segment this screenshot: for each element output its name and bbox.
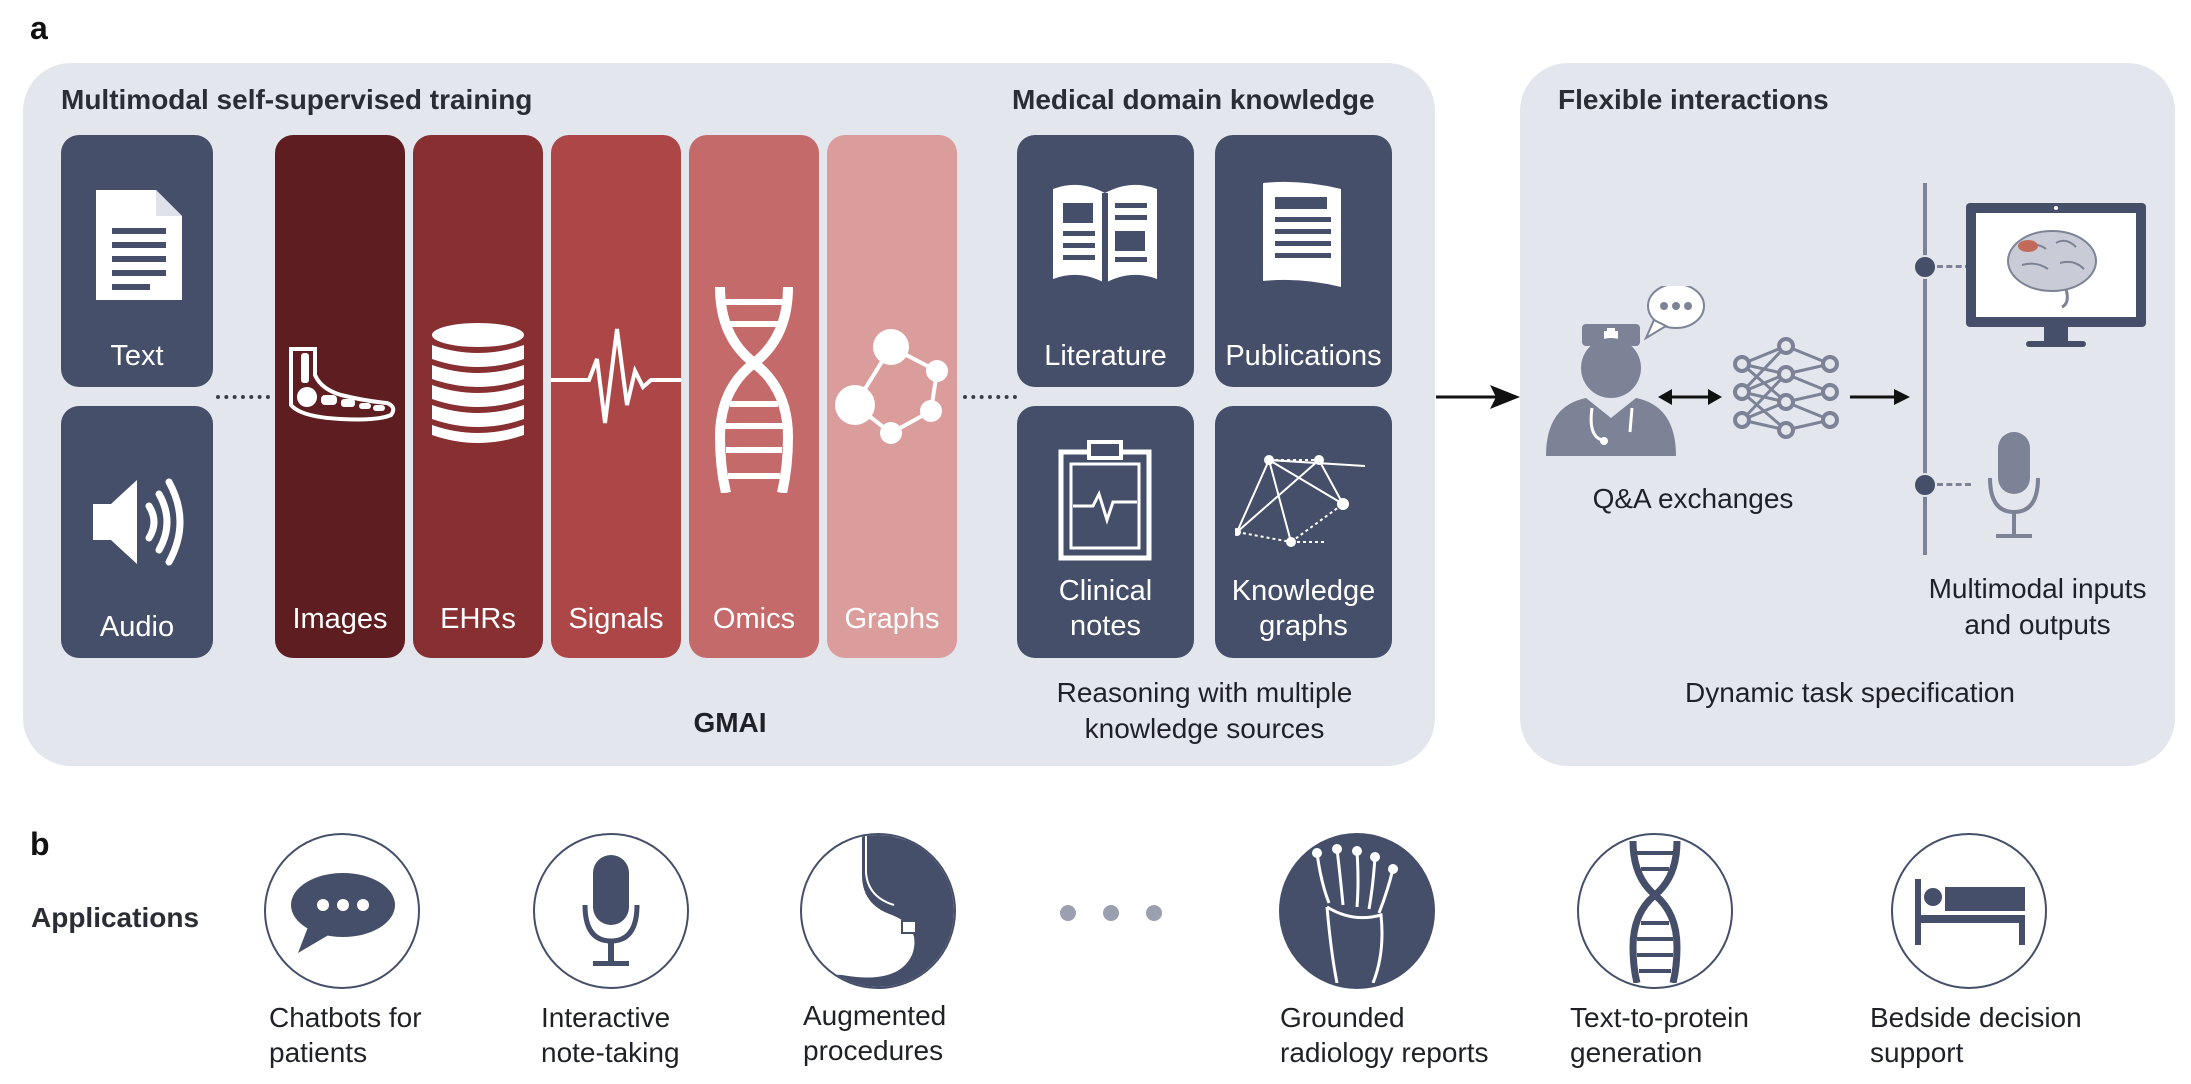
app-label-radiology-line-2: radiology reports: [1280, 1037, 1489, 1068]
omics-column: Omics: [689, 135, 819, 658]
app-label-note-taking-line-2: note-taking: [541, 1037, 680, 1068]
multimodal-caption: Multimodal inputs and outputs: [1900, 571, 2175, 643]
microphone-io-icon: [1988, 432, 2040, 538]
monitor-brain-icon: [1966, 203, 2146, 347]
clipboard-ecg-icon: [1058, 440, 1152, 561]
publications-label: Publications: [1225, 340, 1382, 372]
small-arrow-icon: [1850, 389, 1910, 405]
io-node-bottom: [1913, 473, 1937, 497]
multimodal-line-1: Multimodal inputs: [1928, 573, 2147, 604]
panel-a-letter: a: [30, 10, 48, 46]
knowledge-graphs-line-2: graphs: [1259, 610, 1348, 642]
app-label-bedside-line-1: Bedside decision: [1870, 1002, 2082, 1033]
publications-tile: Publications: [1215, 135, 1392, 387]
knowledge-graphs-label: Knowledge graphs: [1215, 574, 1392, 644]
audio-label: Audio: [99, 611, 175, 643]
reasoning-line-1: Reasoning with multiple: [1056, 677, 1353, 708]
clinical-notes-line-1: Clinical: [1058, 575, 1153, 607]
training-title: Multimodal self-supervised training: [61, 84, 533, 115]
app-label-protein-line-2: generation: [1570, 1037, 1703, 1068]
app-label-chatbots: Chatbots for patients: [269, 1000, 422, 1070]
app-label-note-taking-line-1: Interactive: [541, 1002, 671, 1033]
ellipsis-dot-2: [1103, 905, 1119, 921]
ellipsis-dot-3: [1146, 905, 1162, 921]
app-label-bedside-line-2: support: [1870, 1037, 1964, 1068]
open-book-icon: [1053, 184, 1157, 283]
neural-network-icon: [1733, 337, 1839, 439]
ecg-signal-icon: [551, 328, 681, 424]
ehrs-label: EHRs: [440, 603, 516, 635]
images-label: Images: [292, 603, 388, 635]
images-column: Images: [275, 135, 405, 658]
speaker-icon: [93, 478, 184, 566]
database-icon: [432, 323, 524, 443]
app-label-protein-line-1: Text-to-protein: [1570, 1002, 1749, 1033]
dna-icon: [714, 287, 794, 493]
gmai-label: GMAI: [693, 707, 767, 738]
audio-tile: Audio: [61, 406, 213, 658]
qa-label: Q&A exchanges: [1592, 483, 1794, 514]
app-label-chatbots-line-1: Chatbots for: [269, 1002, 422, 1033]
foot-xray-icon: [289, 347, 396, 422]
note-taking-circle: [533, 833, 689, 989]
graphs-label: Graphs: [844, 603, 940, 635]
dna-app-icon: [1629, 841, 1681, 983]
procedures-circle: [800, 833, 956, 989]
chatbot-circle: [264, 833, 420, 989]
dynamic-task-caption: Dynamic task specification: [1685, 677, 2015, 708]
app-label-protein: Text-to-protein generation: [1570, 1000, 1749, 1070]
signals-label: Signals: [568, 603, 664, 635]
arrow-right-icon: [1436, 385, 1520, 409]
reasoning-line-2: knowledge sources: [1084, 713, 1325, 744]
literature-tile: Literature: [1017, 135, 1194, 387]
ellipsis-dot-1: [1060, 905, 1076, 921]
bed-icon: [1915, 879, 2025, 945]
app-label-procedures-line-1: Augmented: [803, 1000, 947, 1031]
io-connector-top: [1937, 265, 1971, 268]
knowledge-graphs-tile: Knowledge graphs: [1215, 406, 1392, 658]
microphone-icon: [582, 855, 640, 966]
text-label: Text: [110, 340, 164, 372]
dotted-connector-left: [216, 395, 270, 399]
signals-column: Signals: [551, 135, 681, 658]
omics-label: Omics: [712, 603, 796, 635]
app-label-radiology-line-1: Grounded: [1280, 1002, 1405, 1033]
clinical-notes-line-2: notes: [1070, 610, 1141, 642]
reasoning-caption: Reasoning with multiple knowledge source…: [1017, 675, 1392, 747]
stomach-endoscope-icon: [812, 835, 954, 987]
document-icon: [96, 190, 182, 300]
graph-network-icon: [835, 329, 948, 444]
foot-xray-app-icon: [1312, 844, 1398, 983]
multimodal-line-2: and outputs: [1964, 609, 2111, 640]
doctor-icon: [1546, 286, 1705, 456]
ehrs-column: EHRs: [413, 135, 543, 658]
io-node-top: [1913, 255, 1937, 279]
radiology-circle: [1279, 833, 1435, 989]
knowledge-graph-icon: [1235, 455, 1366, 547]
app-label-note-taking: Interactive note-taking: [541, 1000, 680, 1070]
dotted-connector-right: [963, 395, 1017, 399]
clinical-notes-tile: Clinical notes: [1017, 406, 1194, 658]
protein-circle: [1577, 833, 1733, 989]
chat-bubble-icon: [291, 873, 395, 953]
text-tile: Text: [61, 135, 213, 387]
knowledge-title: Medical domain knowledge: [1012, 84, 1375, 115]
app-label-radiology: Grounded radiology reports: [1280, 1000, 1489, 1070]
knowledge-graphs-line-1: Knowledge: [1231, 575, 1376, 607]
graphs-column: Graphs: [827, 135, 957, 658]
literature-label: Literature: [1044, 340, 1167, 372]
app-label-chatbots-line-2: patients: [269, 1037, 368, 1068]
double-arrow-icon: [1658, 389, 1722, 405]
io-vertical-bar: [1923, 183, 1927, 555]
io-connector-bottom: [1937, 483, 1971, 486]
bedside-circle: [1891, 833, 2047, 989]
app-label-procedures-line-2: procedures: [803, 1035, 944, 1066]
panel-b-letter: b: [30, 826, 50, 862]
interactions-title: Flexible interactions: [1558, 84, 1829, 115]
applications-label: Applications: [31, 902, 200, 933]
app-label-bedside: Bedside decision support: [1870, 1000, 2082, 1070]
clinical-notes-label: Clinical notes: [1017, 574, 1194, 644]
newspaper-icon: [1263, 181, 1341, 287]
app-label-procedures: Augmented procedures: [803, 998, 946, 1068]
